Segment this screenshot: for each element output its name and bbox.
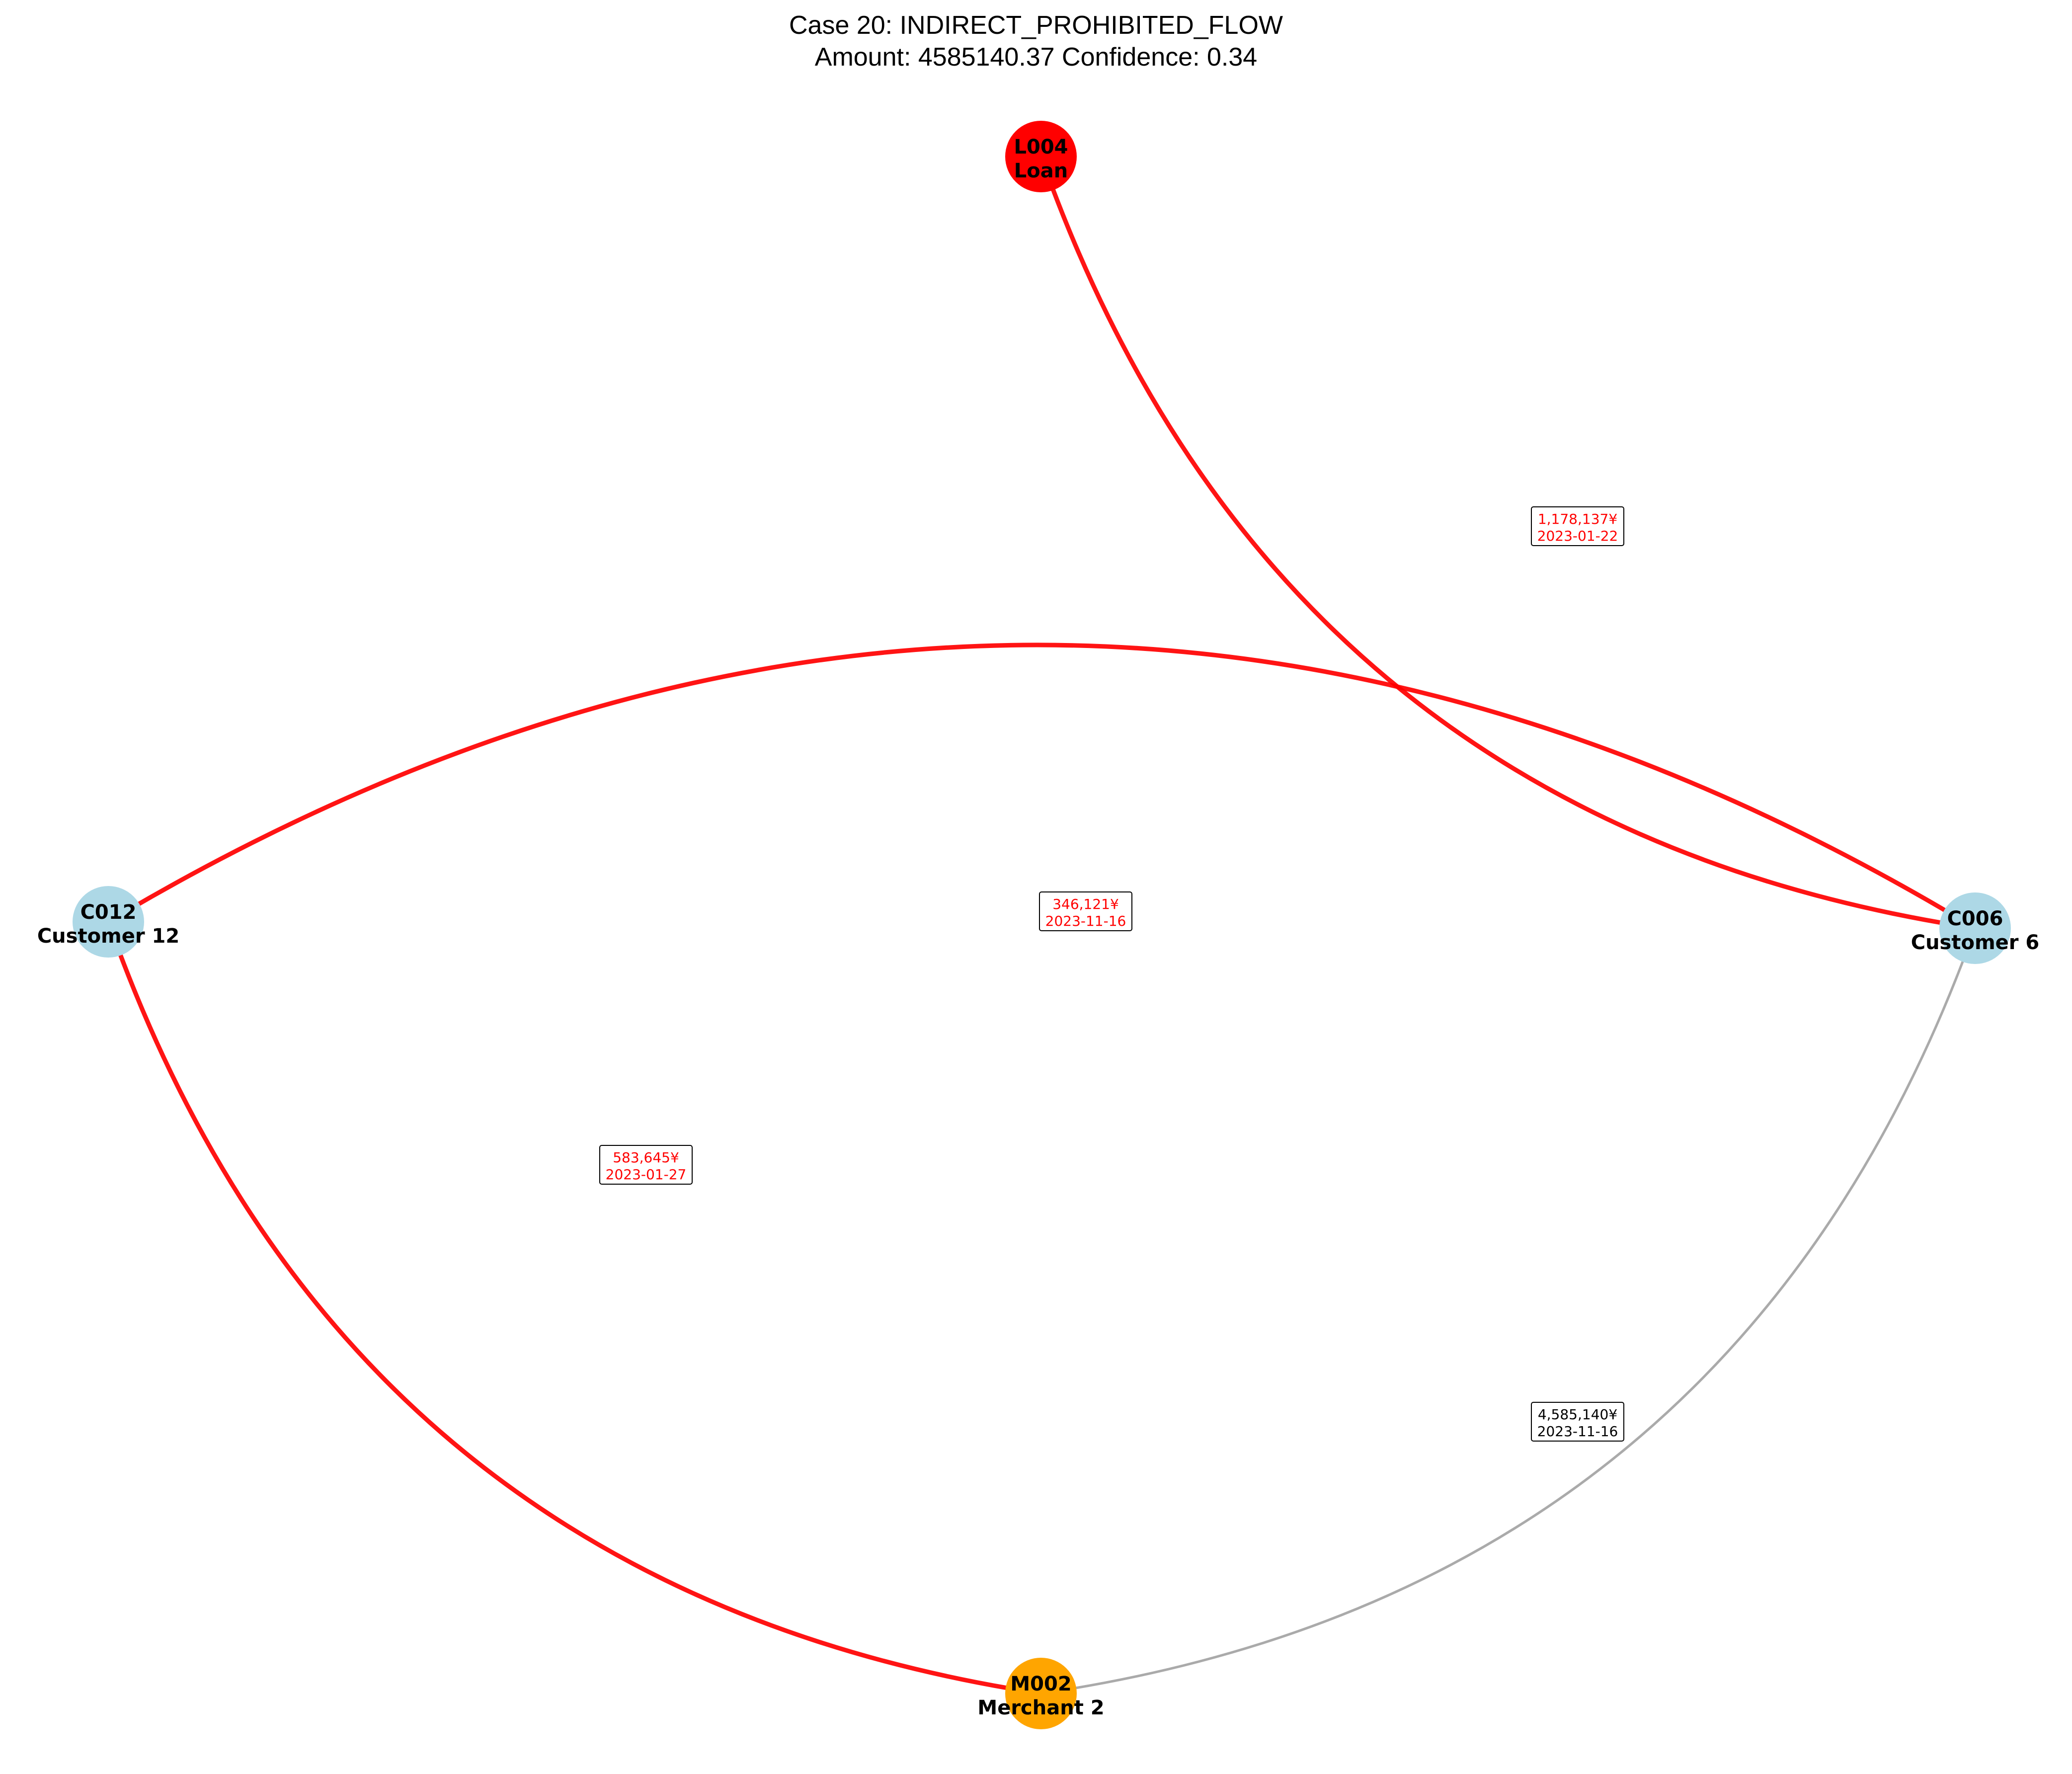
edge-label-box — [599, 1145, 693, 1185]
edge-label-box — [1531, 1402, 1624, 1442]
edge-amount: 1,178,137¥ — [1538, 511, 1617, 527]
edge-label: 346,121¥2023-11-16 — [1039, 891, 1132, 931]
node-name-label: Customer 12 — [37, 925, 179, 948]
edge-c006-c012 — [107, 643, 1977, 930]
edge-l004-c006 — [1038, 156, 1976, 931]
edge-amount: 346,121¥ — [1052, 896, 1119, 912]
edge-amount: 4,585,140¥ — [1538, 1406, 1617, 1423]
edge-label: 1,178,137¥2023-01-22 — [1531, 506, 1624, 546]
edge-c012-m002 — [106, 921, 1041, 1696]
diagram-title-line-1: Case 20: INDIRECT_PROHIBITED_FLOW — [789, 11, 1283, 40]
diagram-title-line-2: Amount: 4585140.37 Confidence: 0.34 — [815, 43, 1257, 72]
edges-layer — [106, 156, 1977, 1696]
edge-date: 2023-11-16 — [1045, 913, 1126, 929]
edge-label-box — [1531, 506, 1624, 546]
node-name-label: Merchant 2 — [977, 1696, 1104, 1719]
node-name-label: Customer 6 — [1911, 931, 2040, 954]
customer-node-circle — [1939, 892, 2011, 964]
edge-m002-c006 — [1040, 928, 1977, 1695]
edge-label: 583,645¥2023-01-27 — [599, 1145, 693, 1185]
node-id-label: C006 — [1947, 907, 2003, 930]
edge-label: 4,585,140¥2023-11-16 — [1531, 1402, 1624, 1442]
node-id-label: L004 — [1014, 136, 1068, 159]
edge-label-box — [1039, 891, 1132, 931]
node-id-label: C012 — [80, 901, 137, 924]
customer-node-circle — [73, 886, 144, 958]
loan-node-circle — [1005, 121, 1077, 192]
node-id-label: M002 — [1010, 1673, 1071, 1695]
edge-labels-layer: 1,178,137¥2023-01-22346,121¥2023-11-1658… — [599, 506, 1624, 1442]
edge-date: 2023-01-27 — [606, 1166, 687, 1183]
edge-date: 2023-01-22 — [1537, 528, 1618, 544]
edge-date: 2023-11-16 — [1537, 1423, 1618, 1440]
merchant-node-circle — [1005, 1658, 1077, 1729]
edge-amount: 583,645¥ — [613, 1149, 679, 1166]
node-name-label: Loan — [1014, 160, 1068, 182]
